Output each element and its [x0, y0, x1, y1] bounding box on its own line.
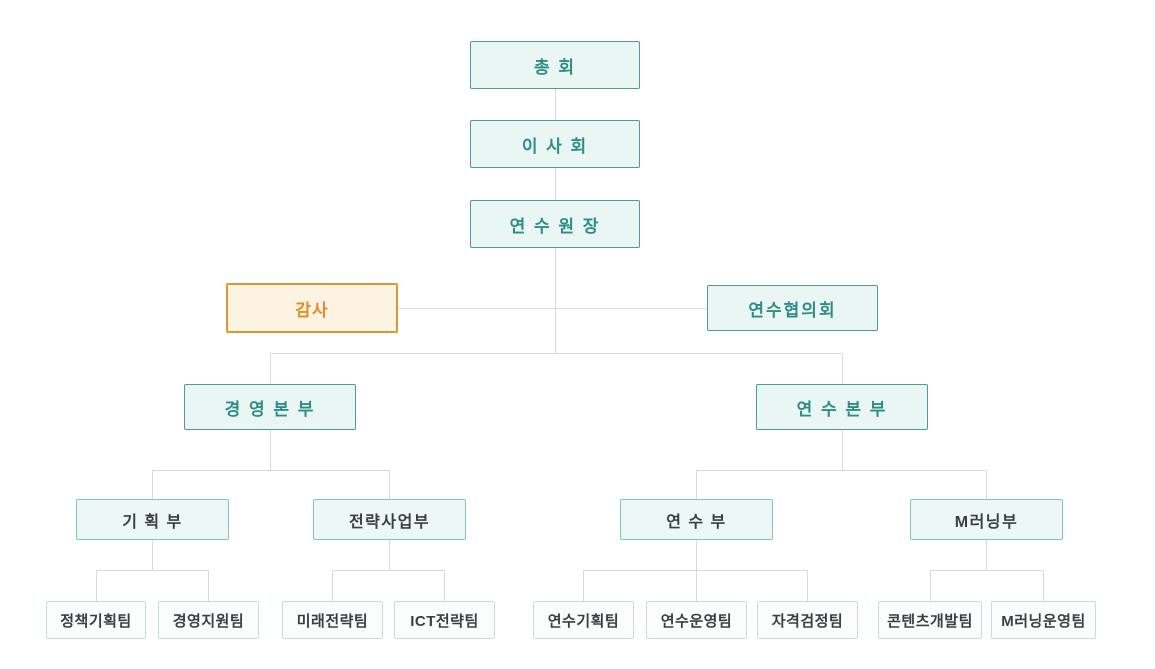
org-node-training-hq: 연 수 본 부: [756, 384, 928, 430]
org-node-training-council: 연수협의회: [707, 285, 878, 331]
org-node-general-assembly: 총 회: [470, 41, 640, 89]
org-node-management-support-team: 경영지원팀: [158, 601, 259, 639]
org-node-policy-planning-team: 정책기획팀: [46, 601, 146, 639]
org-node-content-development-team: 콘텐츠개발팀: [878, 601, 982, 639]
org-node-board-of-directors: 이 사 회: [470, 120, 640, 168]
org-node-training-planning-team: 연수기획팀: [533, 601, 634, 639]
org-node-audit: 감사: [226, 283, 398, 333]
org-node-institute-director: 연 수 원 장: [470, 200, 640, 248]
org-node-future-strategy-team: 미래전략팀: [282, 601, 383, 639]
org-node-m-learning-dept: M러닝부: [910, 499, 1063, 540]
org-node-training-operations-team: 연수운영팀: [646, 601, 747, 639]
org-node-ict-strategy-team: ICT전략팀: [394, 601, 495, 639]
org-node-m-learning-operations-team: M러닝운영팀: [991, 601, 1096, 639]
org-node-training-dept: 연 수 부: [620, 499, 773, 540]
org-node-planning-dept: 기 획 부: [76, 499, 229, 540]
org-node-management-hq: 경 영 본 부: [184, 384, 356, 430]
org-node-strategic-business-dept: 전략사업부: [313, 499, 466, 540]
org-node-qualification-exam-team: 자격검정팀: [757, 601, 858, 639]
